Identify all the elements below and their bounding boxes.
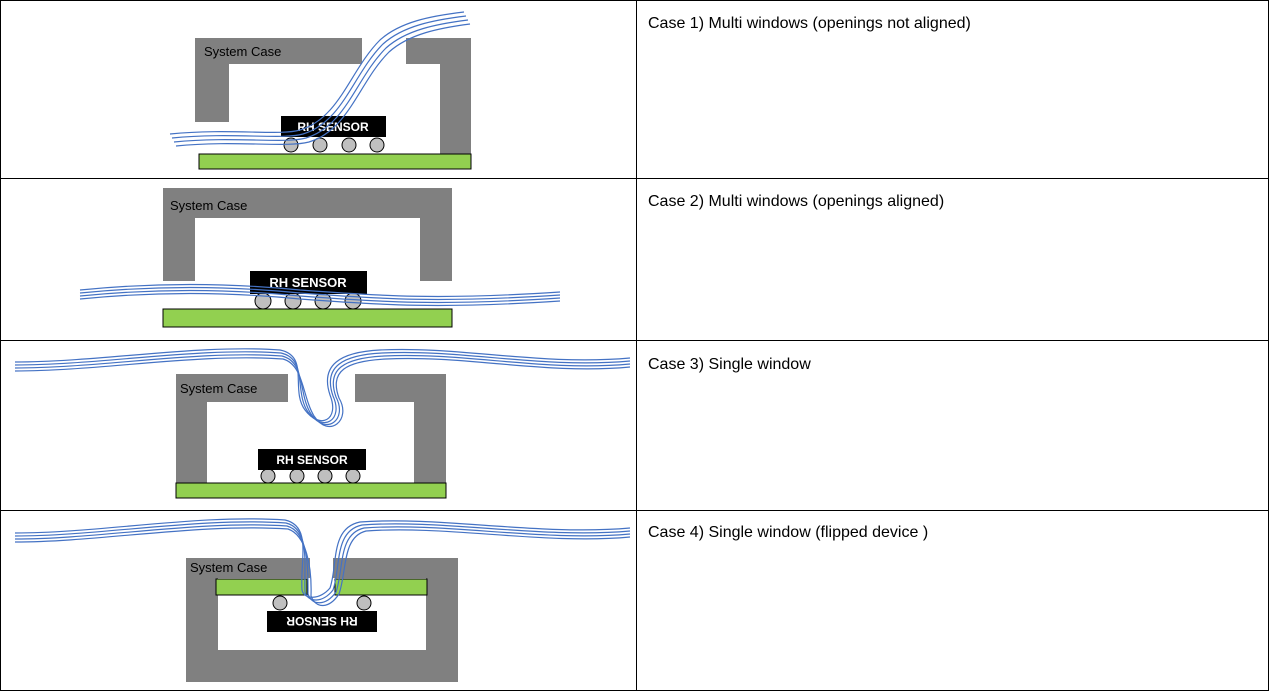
system-case-label: System Case <box>204 44 281 59</box>
case1-diagram: RH SENSOR System Case <box>169 11 472 170</box>
pcb-board-left <box>215 578 308 596</box>
rh-sensor <box>258 449 366 470</box>
pcb-board <box>162 308 453 328</box>
airflow-lines <box>79 283 561 307</box>
system-case-label: System Case <box>180 381 257 396</box>
rh-sensor-label: RH SENSOR <box>269 275 347 290</box>
case3-caption: Case 3) Single window <box>648 356 811 373</box>
rh-sensor <box>267 611 377 632</box>
solder-pads <box>254 292 362 310</box>
case2-diagram: RH SENSOR System Case <box>79 188 561 328</box>
solder-pads <box>260 468 361 484</box>
system-case-frame <box>163 188 452 281</box>
system-case-left <box>195 38 362 122</box>
airflow-lines <box>169 11 471 147</box>
case4-caption: Case 4) Single window (flipped device ) <box>648 524 928 541</box>
pcb-board-right <box>334 578 428 596</box>
system-case-label: System Case <box>170 198 247 213</box>
system-case-label: System Case <box>190 560 267 575</box>
rh-sensor-label: RH SENSOR <box>276 453 348 467</box>
system-case-right <box>355 374 446 483</box>
system-case-frame <box>186 558 458 682</box>
pcb-board <box>175 482 447 499</box>
solder-pads <box>272 595 372 611</box>
system-case-left <box>176 374 288 483</box>
rh-sensor-label: RH SENSOR <box>286 614 358 628</box>
pcb-board <box>198 153 472 170</box>
case3-diagram: RH SENSOR System Case <box>14 348 631 499</box>
airflow-lines <box>14 348 631 428</box>
system-case-right <box>406 38 471 158</box>
solder-pads <box>283 137 385 153</box>
case2-caption: Case 2) Multi windows (openings aligned) <box>648 193 944 210</box>
airflow-lines <box>14 518 631 607</box>
case1-caption: Case 1) Multi windows (openings not alig… <box>648 15 971 32</box>
rh-sensor <box>281 116 386 137</box>
case4-diagram: RH SENSOR System Case <box>14 518 631 682</box>
